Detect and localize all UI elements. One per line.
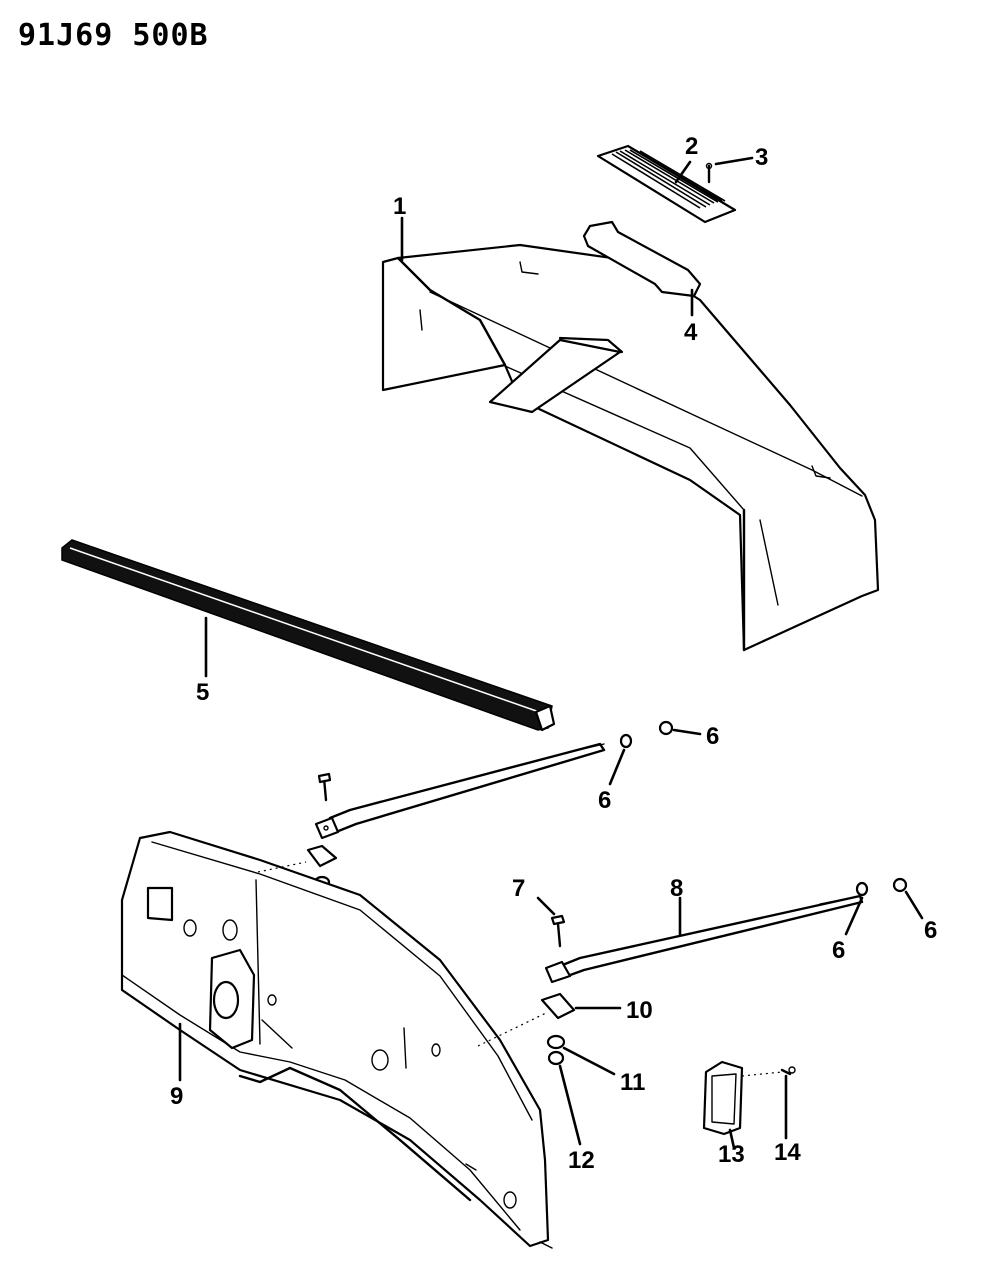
callout-1: 1 [393,193,406,220]
callout-8: 8 [670,875,683,902]
part-3-screw [705,162,713,184]
part-9-dash-panel [120,830,553,1249]
part-7-bolt [550,914,566,948]
part-10-bracket [540,992,576,1020]
upper-brace-rod [306,742,606,910]
part-6-nuts [619,720,908,897]
callouts: 1 2 3 4 5 6 6 6 6 7 8 9 10 11 12 13 14 [170,133,937,1174]
callout-6b: 6 [598,787,611,814]
part-4-gasket [582,220,702,298]
part-5-weatherstrip [61,539,556,732]
callout-6d: 6 [924,917,937,944]
part-1-cowl-panel [381,243,880,652]
callout-3: 3 [755,144,768,171]
callout-7: 7 [512,875,525,902]
part-13-cover-plate [702,1060,744,1136]
alignment-lines [257,861,783,1077]
callout-5: 5 [196,679,209,706]
callout-12: 12 [568,1147,595,1174]
part-8-brace-rod [544,894,864,984]
document-code: 91J69 500B [18,18,209,53]
callout-6c: 6 [832,937,845,964]
callout-9: 9 [170,1083,183,1110]
part-14-screw [780,1066,796,1076]
callout-4: 4 [684,319,698,346]
part-12-nut [547,1050,565,1066]
leader-lines [178,156,924,1150]
callout-11: 11 [620,1069,645,1096]
callout-2: 2 [685,133,698,160]
callout-14: 14 [774,1139,801,1166]
callout-13: 13 [718,1141,745,1168]
callout-10: 10 [626,997,653,1024]
callout-6a: 6 [706,723,719,750]
part-11-washer [546,1034,566,1050]
part-2-vent-grille [596,144,737,224]
